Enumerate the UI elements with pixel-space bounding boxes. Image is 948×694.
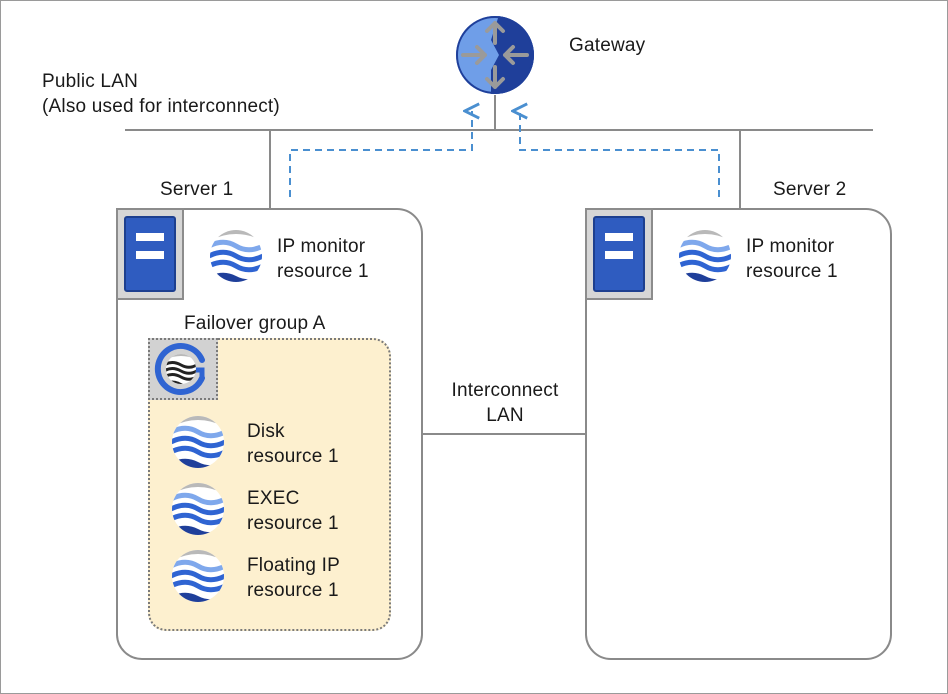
resource-icon: [210, 230, 262, 282]
resource-icon: [679, 230, 731, 282]
server2-monitor-line1: IP monitor: [746, 236, 835, 257]
server2-name: Server 2: [773, 179, 847, 200]
server2-monitor-line2: resource 1: [746, 261, 838, 282]
floating-ip-resource-line2: resource 1: [247, 580, 339, 601]
resource-icon: [172, 416, 224, 468]
gateway-label: Gateway: [569, 35, 646, 56]
interconnect-label: Interconnect: [451, 380, 559, 401]
server1-monitor-line2: resource 1: [277, 261, 369, 282]
server1-name: Server 1: [160, 179, 234, 200]
failover-group-title: Failover group A: [184, 313, 326, 334]
interconnect-sublabel: LAN: [486, 405, 524, 426]
resource-icon: [172, 550, 224, 602]
router-icon: [456, 16, 534, 94]
server1-monitor-line1: IP monitor: [277, 236, 366, 257]
monitor-path-server2: [520, 111, 720, 197]
failover-group-icon: [148, 338, 218, 400]
server-icon: [585, 208, 653, 300]
exec-resource-line2: resource 1: [247, 513, 339, 534]
exec-resource-line1: EXEC: [247, 488, 300, 509]
monitor-path-server1: [289, 111, 472, 197]
floating-ip-resource-line1: Floating IP: [247, 555, 341, 576]
public-lan-sublabel: (Also used for interconnect): [42, 96, 280, 117]
public-lan-label: Public LAN: [42, 71, 138, 92]
resource-icon: [172, 483, 224, 535]
disk-resource-line1: Disk: [247, 421, 285, 442]
server-icon: [116, 208, 184, 300]
disk-resource-line2: resource 1: [247, 446, 339, 467]
